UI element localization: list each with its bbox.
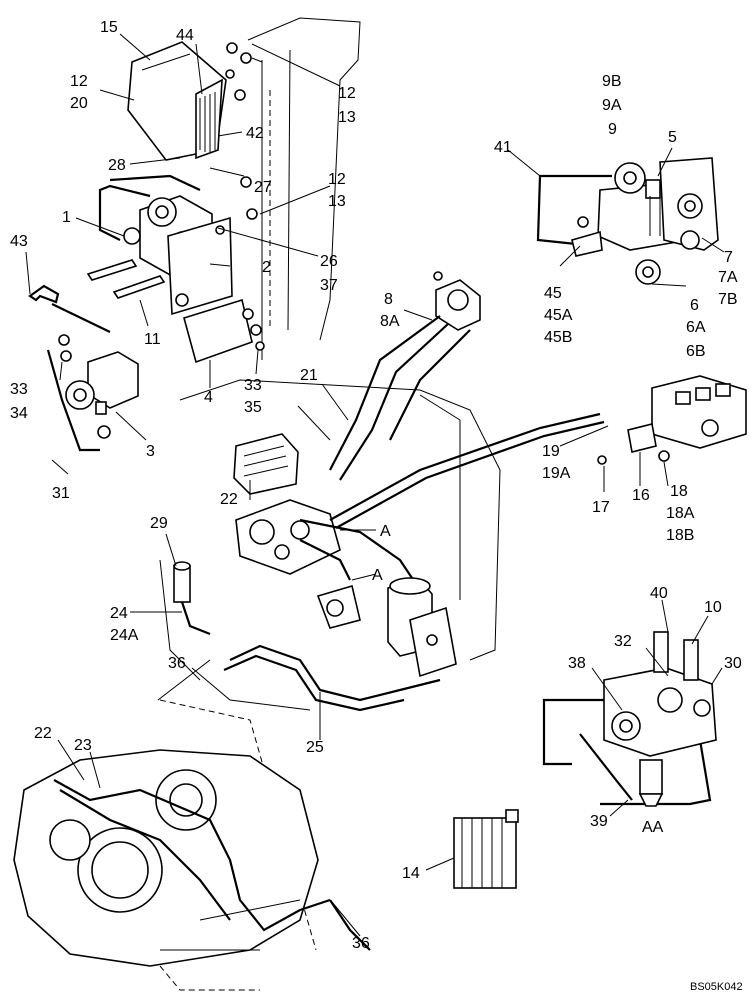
callout-22: 22 (34, 725, 52, 742)
callout-3: 3 (146, 443, 155, 460)
callout-43: 43 (10, 233, 28, 250)
bolts-11 (86, 259, 166, 299)
callout-21: 21 (300, 367, 318, 384)
callout-18: 18 (670, 483, 688, 500)
valve-manifold-right (597, 375, 747, 465)
callout-7b: 7B (718, 291, 738, 308)
callout-24: 24 (110, 605, 128, 622)
central-valve-body (235, 499, 421, 591)
callout-1: 1 (62, 209, 71, 226)
valve-assembly-3 (28, 284, 139, 452)
bolt-set-top (225, 42, 263, 101)
callout-33: 33 (244, 377, 262, 394)
section-aa: AA (642, 819, 664, 836)
callout-28: 28 (108, 157, 126, 174)
control-box-22 (233, 433, 299, 495)
callout-16: 16 (632, 487, 650, 504)
callout-6a: 6A (686, 319, 706, 336)
section-a-upper: A (380, 523, 391, 540)
callout-6b: 6B (686, 343, 706, 360)
frame-outline (159, 17, 501, 681)
callout-6: 6 (690, 297, 699, 314)
callout-12: 12 (328, 171, 346, 188)
callout-31: 31 (52, 485, 70, 502)
valve-assembly-aa (542, 631, 717, 807)
callout-37: 37 (320, 277, 338, 294)
callout-44: 44 (176, 27, 194, 44)
callout-38: 38 (568, 655, 586, 672)
callout-7a: 7A (718, 269, 738, 286)
bracket-plate (167, 216, 233, 316)
callout-11: 11 (144, 331, 161, 348)
callout-2: 2 (262, 259, 271, 276)
callout-22: 22 (220, 491, 238, 508)
callout-30: 30 (724, 655, 742, 672)
callout-25: 25 (306, 739, 324, 756)
callout-40: 40 (650, 585, 668, 602)
callout-24a: 24A (110, 627, 139, 644)
section-a-lower: A (372, 567, 383, 584)
drawing-code: BS05K042 (690, 981, 743, 993)
callout-42: 42 (246, 125, 264, 142)
callout-29: 29 (150, 515, 168, 532)
callout-13: 13 (338, 109, 356, 126)
callout-19a: 19A (542, 465, 571, 482)
callout-15: 15 (100, 19, 118, 36)
callout-36: 36 (168, 655, 186, 672)
callout-33: 33 (10, 381, 28, 398)
callout-9a: 9A (602, 97, 622, 114)
callout-12: 12 (70, 73, 88, 90)
callout-labels: 15 44 12 20 12 13 42 28 27 12 13 1 43 26… (10, 19, 743, 993)
engine-housing (13, 749, 319, 991)
tube-29 (173, 561, 211, 636)
callout-5: 5 (668, 129, 677, 146)
callout-45b: 45B (544, 329, 572, 346)
hydraulic-valve-8 (329, 271, 481, 481)
callout-8: 8 (384, 291, 393, 308)
callout-13: 13 (328, 193, 346, 210)
callout-23: 23 (74, 737, 92, 754)
callout-17: 17 (592, 499, 610, 516)
callout-7: 7 (724, 249, 733, 266)
callout-41: 41 (494, 139, 512, 156)
relay-bank-14 (453, 809, 519, 889)
callout-9b: 9B (602, 73, 622, 90)
callout-35: 35 (244, 399, 262, 416)
long-hose-19 (329, 412, 605, 529)
callout-12: 12 (338, 85, 356, 102)
callout-4: 4 (204, 389, 213, 406)
leader-lines (25, 33, 725, 937)
callout-32: 32 (614, 633, 632, 650)
callout-10: 10 (704, 599, 722, 616)
callout-19: 19 (542, 443, 560, 460)
callout-9: 9 (608, 121, 617, 138)
callout-27: 27 (254, 179, 272, 196)
callout-26: 26 (320, 253, 338, 270)
relay-box-assembly (127, 41, 227, 161)
callout-18b: 18B (666, 527, 694, 544)
callout-36: 36 (352, 935, 370, 952)
callout-8a: 8A (380, 313, 400, 330)
callout-20: 20 (70, 95, 88, 112)
nuts-33 (240, 176, 265, 351)
callout-14: 14 (402, 865, 420, 882)
callout-34: 34 (10, 405, 28, 422)
callout-18a: 18A (666, 505, 695, 522)
callout-45a: 45A (544, 307, 573, 324)
callout-45: 45 (544, 285, 562, 302)
valve-assembly-9 (536, 157, 719, 285)
harness-22-engine (53, 779, 371, 951)
callout-39: 39 (590, 813, 608, 830)
filter-assembly (316, 577, 457, 678)
cover-plate (183, 298, 253, 364)
